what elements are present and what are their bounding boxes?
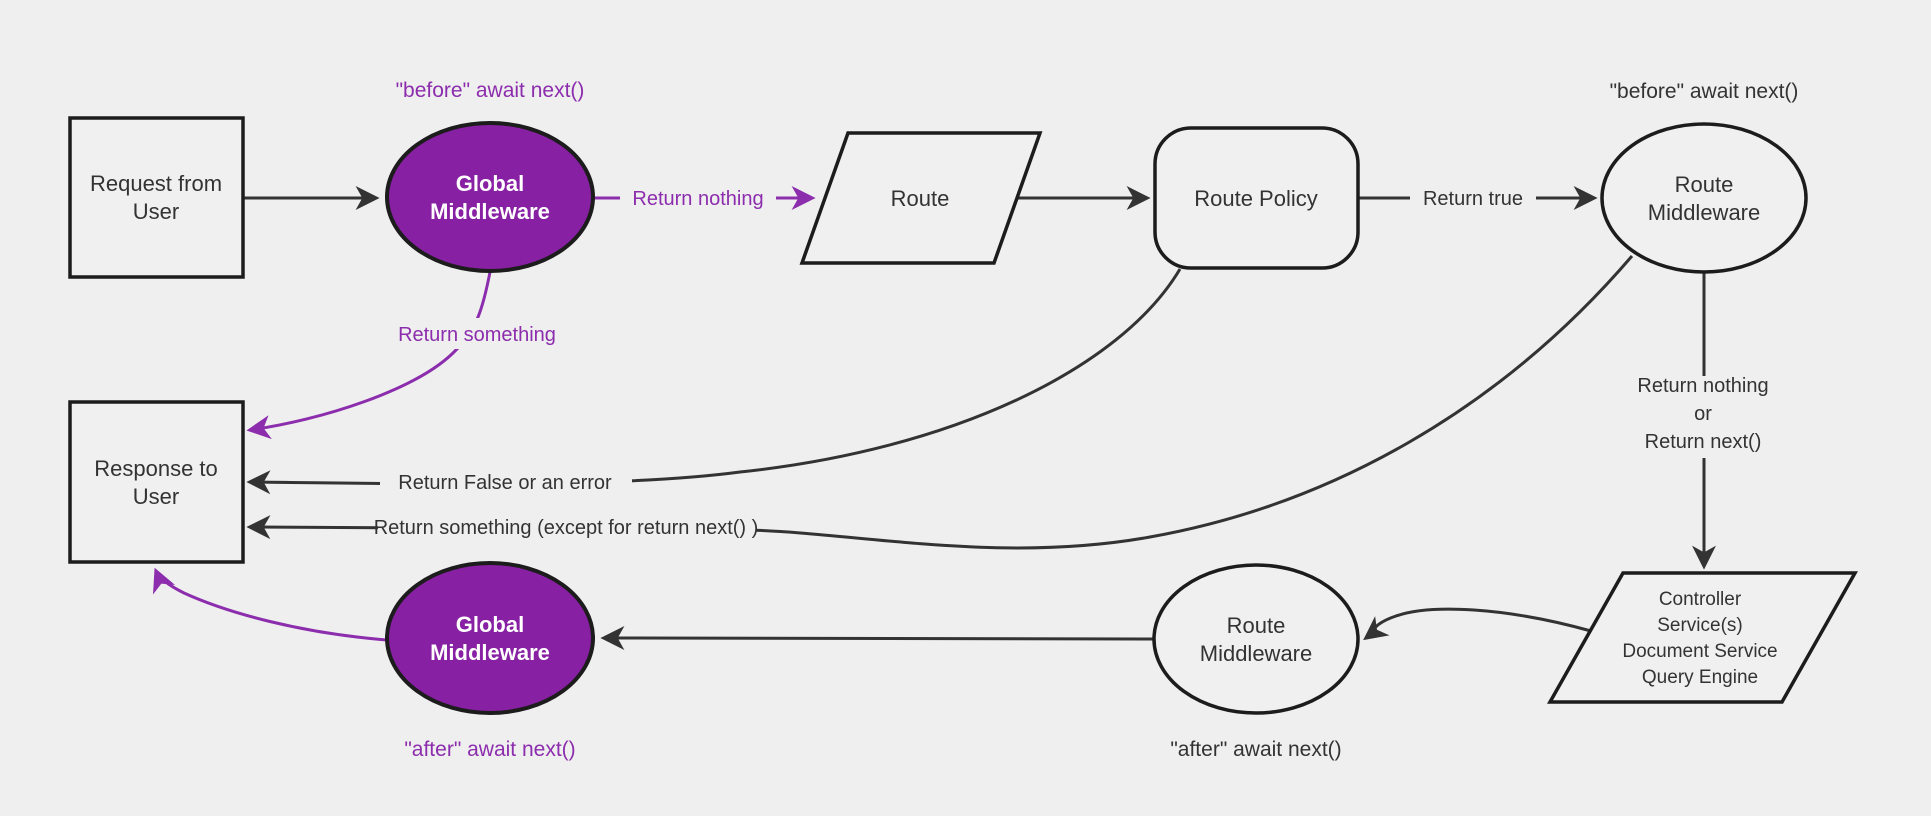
response-to-user-node [68,400,245,564]
route-middleware-bottom-label-line2: Middleware [1200,641,1313,666]
return-false-label-bg [380,466,632,497]
route-middleware-top-label-line1: Route [1675,172,1734,197]
request-from-user-label-line1: Request from [90,171,222,196]
return-something-except-label: Return something (except for return next… [374,517,759,539]
global-middleware-bottom-label-line2: Middleware [430,640,550,665]
controller-services-node [1546,571,1859,704]
before-await-next-right-label: "before" await next() [1610,80,1799,103]
controller-label-line3: Document Service [1622,641,1777,662]
route-middleware-bottom-node [1152,563,1360,715]
request-from-user-label-line2: User [133,199,179,224]
return-nothing-or-label-line2: or [1694,403,1712,425]
after-await-next-right-label: "after" await next() [1170,738,1341,761]
controller-label-line2: Service(s) [1657,615,1743,636]
edge-route-middleware-bottom-to-global-middleware-bottom [600,626,1155,651]
return-true-label: Return true [1423,188,1523,210]
return-nothing-or-label-line3: Return next() [1645,431,1762,453]
return-something-except-label-bg [378,511,756,542]
route-middleware-bottom-label-line1: Route [1227,613,1286,638]
response-to-user-label-line1: Response to [94,456,218,481]
route-policy-node [1153,126,1360,270]
global-middleware-top-label-line2: Middleware [430,199,550,224]
route-label: Route [891,186,950,211]
return-true-label-bg [1410,183,1536,213]
edge-route-policy-to-response [246,268,1182,495]
response-to-user-label-line2: User [133,484,179,509]
return-nothing-label: Return nothing [632,188,763,210]
route-policy-label: Route Policy [1194,186,1318,211]
return-nothing-or-label-line1: Return nothing [1637,375,1768,397]
request-from-user-node [68,116,245,279]
route-middleware-top-label-line2: Middleware [1648,200,1761,225]
return-something-label: Return something [398,324,556,346]
return-false-or-error-label: Return False or an error [398,472,612,494]
return-nothing-label-bg [620,183,776,213]
edge-global-middleware-to-response [246,271,492,440]
controller-label-line1: Controller [1659,589,1742,610]
global-middleware-bottom-label-line1: Global [456,612,524,637]
edge-route-middleware-to-response [246,255,1634,550]
global-middleware-top-node [385,121,595,273]
after-await-next-left-label: "after" await next() [404,738,575,761]
return-nothing-or-label-bg [1626,376,1784,458]
controller-label-line4: Query Engine [1642,667,1758,688]
edge-global-middleware-bottom-to-response [153,567,388,642]
route-node [799,131,1043,265]
route-middleware-top-node [1600,122,1808,274]
before-await-next-top-label: "before" await next() [396,79,585,102]
global-middleware-top-label-line1: Global [456,171,524,196]
global-middleware-bottom-node [385,561,595,715]
edge-controller-to-route-middleware-bottom [1363,607,1592,641]
return-something-label-bg [380,318,576,349]
